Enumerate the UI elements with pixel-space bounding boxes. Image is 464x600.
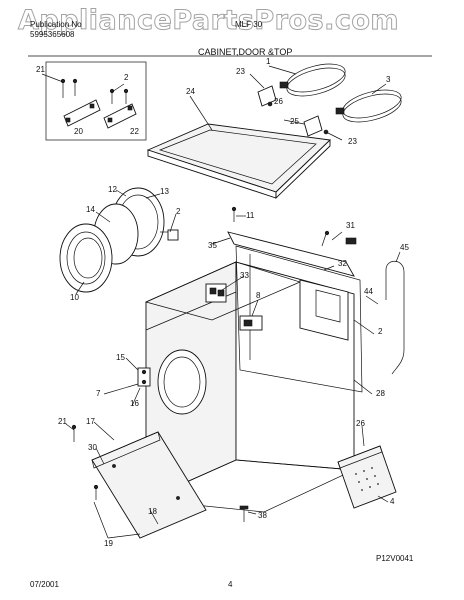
callout-label: 44 — [364, 287, 373, 296]
figure-code: P12V0041 — [376, 554, 414, 563]
leader-lines — [41, 65, 401, 539]
toe-panel — [91, 431, 207, 539]
page-number: 4 — [228, 580, 233, 589]
callout-label: 30 — [88, 443, 97, 452]
callout-label: 23 — [348, 137, 357, 146]
callout-label: 1 — [266, 57, 271, 66]
door-lock — [239, 315, 263, 331]
footer-date: 07/2001 — [30, 580, 59, 589]
callout-label: 31 — [346, 221, 355, 230]
callout-label: 10 — [70, 293, 79, 302]
callout-label: 13 — [160, 187, 169, 196]
callout-label: 11 — [246, 211, 255, 220]
top-panel — [146, 123, 331, 200]
callout-label: 19 — [104, 539, 113, 548]
callout-label: 8 — [256, 291, 261, 300]
callout-label: 32 — [338, 259, 347, 268]
callout-label: 15 — [116, 353, 125, 362]
rear-frame — [227, 231, 363, 393]
callout-label: 24 — [186, 87, 195, 96]
callout-label: 7 — [96, 389, 101, 398]
callout-label: 21 — [58, 417, 67, 426]
hose-clip — [345, 237, 357, 245]
hose-brackets — [257, 85, 329, 137]
vent-dots — [355, 467, 379, 491]
callout-label: 33 — [240, 271, 249, 280]
hinge-inset — [45, 61, 147, 141]
section-title: CABINET,DOOR &TOP — [198, 47, 293, 57]
callout-label: 23 — [236, 67, 245, 76]
junction-box — [337, 445, 397, 509]
callout-label: 3 — [386, 75, 391, 84]
callout-label: 2 — [176, 207, 181, 216]
model-number: MLF 30 — [235, 20, 263, 29]
fill-hose-1 — [279, 63, 346, 97]
fill-hose-2 — [335, 89, 402, 123]
callout-label: 26 — [356, 419, 365, 428]
callout-label: 4 — [390, 497, 395, 506]
foot-screw — [239, 505, 249, 522]
callout-label: 38 — [258, 511, 267, 520]
callout-label: 17 — [86, 417, 95, 426]
door-assembly — [59, 187, 179, 293]
hinge-screws — [60, 78, 129, 104]
callout-label: 16 — [130, 399, 139, 408]
callout-label: 21 — [36, 65, 45, 74]
callout-label: 28 — [376, 389, 385, 398]
door-hinge — [137, 367, 151, 387]
callout-label: 35 — [208, 241, 217, 250]
hinge-bracket-left — [63, 99, 101, 127]
publication-number: 5995365608 — [30, 30, 75, 39]
loose-screws — [71, 206, 330, 500]
callout-label: 12 — [108, 185, 117, 194]
publication-label: Publication No — [30, 20, 82, 29]
callout-label: 18 — [148, 507, 157, 516]
callout-label: 14 — [86, 205, 95, 214]
callout-label: 20 — [74, 127, 83, 136]
callout-label: 45 — [400, 243, 409, 252]
callout-label: 2 — [124, 73, 129, 82]
callout-label: 25 — [290, 117, 299, 126]
hinge-bracket-right — [103, 103, 137, 129]
callout-label: 26 — [274, 97, 283, 106]
watermark: AppliancePartsPros.com — [17, 5, 400, 36]
water-valve — [205, 283, 227, 303]
drain-hose — [385, 260, 405, 375]
callout-label: 2 — [378, 327, 383, 336]
callout-label: 22 — [130, 127, 139, 136]
